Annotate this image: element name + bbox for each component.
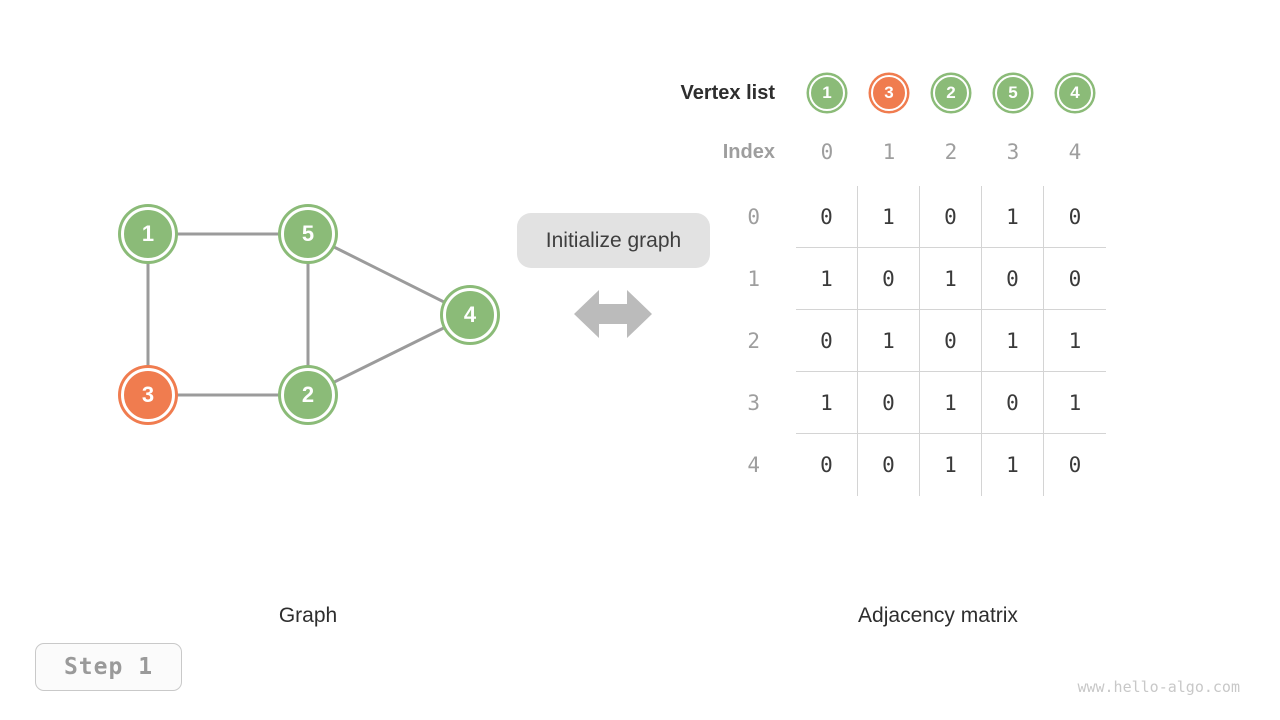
matrix-cell-2-0: 0	[796, 310, 858, 372]
row-index-3: 3	[747, 391, 760, 415]
matrix-cell-2-2: 0	[920, 310, 982, 372]
row-index-2: 2	[747, 329, 760, 353]
operation-label: Initialize graph	[545, 228, 682, 252]
graph-caption: Graph	[278, 604, 338, 627]
vertex-cell-2: 2	[920, 75, 982, 111]
matrix-cell-3-2: 1	[920, 372, 982, 434]
col-index-0: 0	[820, 140, 834, 164]
matrix-cell-1-4: 0	[1044, 248, 1106, 310]
col-index-1: 1	[882, 140, 896, 164]
vertex-circle-2: 2	[933, 75, 969, 111]
matrix-cell-4-2: 1	[920, 434, 982, 496]
matrix-cell-1-0: 1	[796, 248, 858, 310]
graph-node-1: 1	[121, 207, 175, 261]
vertex-circle-5: 5	[995, 75, 1031, 111]
watermark: www.hello-algo.com	[1077, 678, 1240, 696]
matrix-cell-2-3: 1	[982, 310, 1044, 372]
col-index-2: 2	[944, 140, 958, 164]
matrix-cell-2-1: 1	[858, 310, 920, 372]
vertex-circle-3: 3	[871, 75, 907, 111]
matrix-cell-4-4: 0	[1068, 453, 1082, 477]
matrix-cell-3-0: 1	[796, 372, 858, 434]
step-badge-label: Step 1	[63, 654, 154, 680]
matrix-cell-0-2: 0	[920, 186, 982, 248]
matrix-cell-0-3: 1	[982, 186, 1044, 248]
vertex-cell-3: 5	[982, 75, 1044, 111]
matrix-cell-1-2: 1	[920, 248, 982, 310]
matrix-cell-1-3: 0	[982, 248, 1044, 310]
graph-node-4: 4	[443, 288, 497, 342]
col-index-4: 4	[1068, 140, 1082, 164]
row-index-1: 1	[747, 267, 760, 291]
matrix-cell-3-1: 0	[858, 372, 920, 434]
graph-node-5: 5	[281, 207, 335, 261]
col-index-3: 3	[1006, 140, 1020, 164]
row-index-0: 0	[747, 205, 760, 229]
matrix-caption: Adjacency matrix	[858, 604, 1018, 627]
matrix-cell-2-4: 1	[1044, 310, 1106, 372]
matrix-cell-4-3: 1	[982, 434, 1044, 496]
vertex-cell-0: 1	[796, 75, 858, 111]
row-index-4: 4	[747, 453, 760, 477]
operation-badge: Initialize graph	[517, 213, 710, 268]
matrix-cell-3-3: 0	[982, 372, 1044, 434]
vertex-cell-1: 3	[858, 75, 920, 111]
vertex-cell-4: 4	[1044, 75, 1106, 111]
vertex-list-label: Vertex list	[680, 81, 775, 104]
matrix-cell-4-0: 0	[796, 434, 858, 496]
index-row: Index 0 1 2 3 4	[640, 140, 1106, 164]
index-label: Index	[722, 140, 775, 163]
double-arrow-shape	[574, 290, 652, 338]
step-badge: Step 1	[35, 643, 182, 691]
double-arrow-icon	[574, 290, 652, 338]
matrix-cell-0-4: 0	[1044, 186, 1106, 248]
vertex-circle-1: 1	[809, 75, 845, 111]
matrix-cell-3-4: 1	[1044, 372, 1106, 434]
graph-node-3: 3	[121, 368, 175, 422]
matrix-cell-0-1: 1	[858, 186, 920, 248]
vertex-circle-4: 4	[1057, 75, 1093, 111]
matrix-cell-1-1: 0	[858, 248, 920, 310]
matrix-cell-4-1: 0	[858, 434, 920, 496]
graph-node-2: 2	[281, 368, 335, 422]
matrix-cell-0-0: 0	[796, 186, 858, 248]
